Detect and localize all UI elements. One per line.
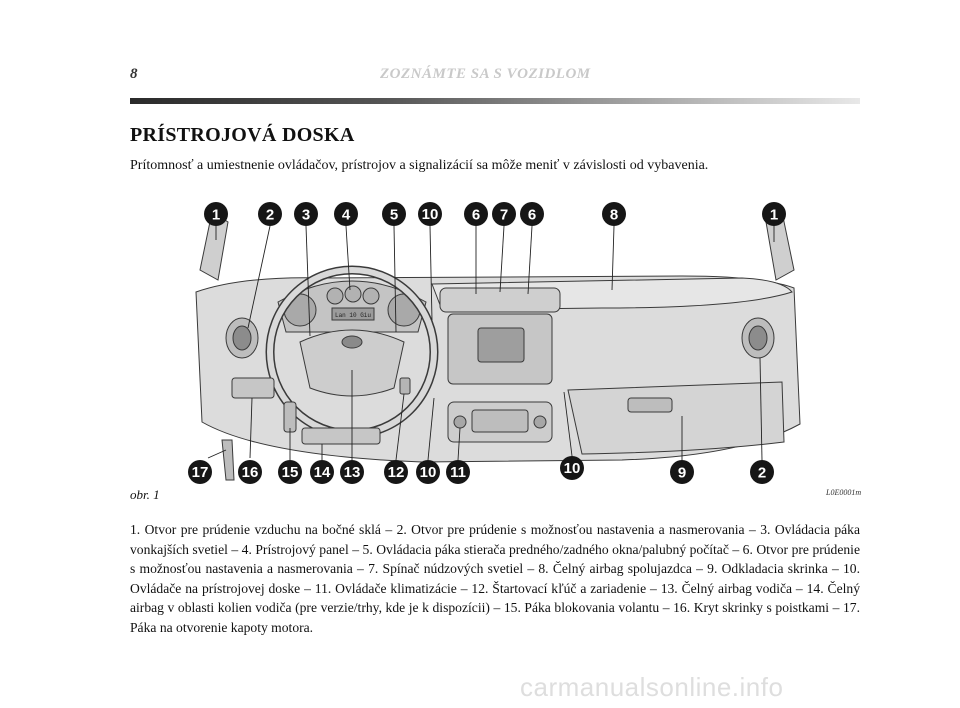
callout-4: 4 (334, 202, 358, 226)
svg-text:14: 14 (314, 464, 331, 481)
callout-10-top: 10 (418, 202, 442, 226)
svg-text:6: 6 (528, 207, 536, 224)
svg-text:9: 9 (678, 465, 686, 482)
callout-1-left: 1 (204, 202, 228, 226)
callout-2-top: 2 (258, 202, 282, 226)
running-title: ZOZNÁMTE SA S VOZIDLOM (380, 66, 591, 82)
svg-text:7: 7 (500, 207, 508, 224)
svg-text:10: 10 (420, 464, 437, 481)
svg-text:1: 1 (212, 207, 220, 224)
callout-11: 11 (446, 460, 470, 484)
svg-text:13: 13 (344, 464, 361, 481)
display-screen-text: Lan 10 Giu (335, 312, 371, 319)
leader-lines (207, 224, 775, 461)
callout-7: 7 (492, 202, 516, 226)
svg-text:6: 6 (472, 207, 480, 224)
callout-10-bottom-right: 10 (560, 456, 584, 480)
svg-text:3: 3 (302, 207, 310, 224)
callout-12: 12 (384, 460, 408, 484)
callout-3: 3 (294, 202, 318, 226)
figure-code: L0E0001m (826, 488, 862, 497)
svg-text:10: 10 (564, 460, 581, 477)
callout-10-bottom-left: 10 (416, 460, 440, 484)
dashboard-drawing (195, 211, 801, 481)
callout-5: 5 (382, 202, 406, 226)
svg-text:5: 5 (390, 207, 398, 224)
callout-6-right: 6 (520, 202, 544, 226)
svg-text:16: 16 (242, 464, 259, 481)
svg-text:4: 4 (342, 207, 351, 224)
intro-text: Prítomnosť a umiestnenie ovládačov, prís… (130, 158, 709, 173)
svg-text:2: 2 (758, 465, 766, 482)
callout-15: 15 (278, 460, 302, 484)
callout-2-bottom: 2 (750, 460, 774, 484)
svg-text:8: 8 (610, 207, 618, 224)
figure-label: obr. 1 (130, 487, 160, 502)
svg-text:11: 11 (450, 464, 466, 481)
callout-6-left: 6 (464, 202, 488, 226)
callout-1-right: 1 (762, 202, 786, 226)
svg-text:17: 17 (192, 464, 209, 481)
page-number: 8 (130, 66, 138, 82)
callout-8: 8 (602, 202, 626, 226)
watermark: carmanualsonline.info (520, 672, 784, 702)
callout-14: 14 (310, 460, 334, 484)
callout-13: 13 (340, 460, 364, 484)
svg-text:10: 10 (422, 206, 439, 223)
svg-text:15: 15 (282, 464, 299, 481)
callout-16: 16 (238, 460, 262, 484)
header-rule (130, 98, 860, 104)
svg-text:12: 12 (388, 464, 405, 481)
dashboard-illustration: Lan 10 Giu 1 2 3 4 5 10 6 7 6 8 1 17 16 … (188, 202, 801, 484)
figure-caption: 1. Otvor pre prúdenie vzduchu na bočné s… (130, 522, 860, 635)
callout-9: 9 (670, 460, 694, 484)
callout-17: 17 (188, 460, 212, 484)
svg-text:2: 2 (266, 207, 274, 224)
svg-text:1: 1 (770, 207, 778, 224)
section-title: PRÍSTROJOVÁ DOSKA (130, 124, 355, 146)
